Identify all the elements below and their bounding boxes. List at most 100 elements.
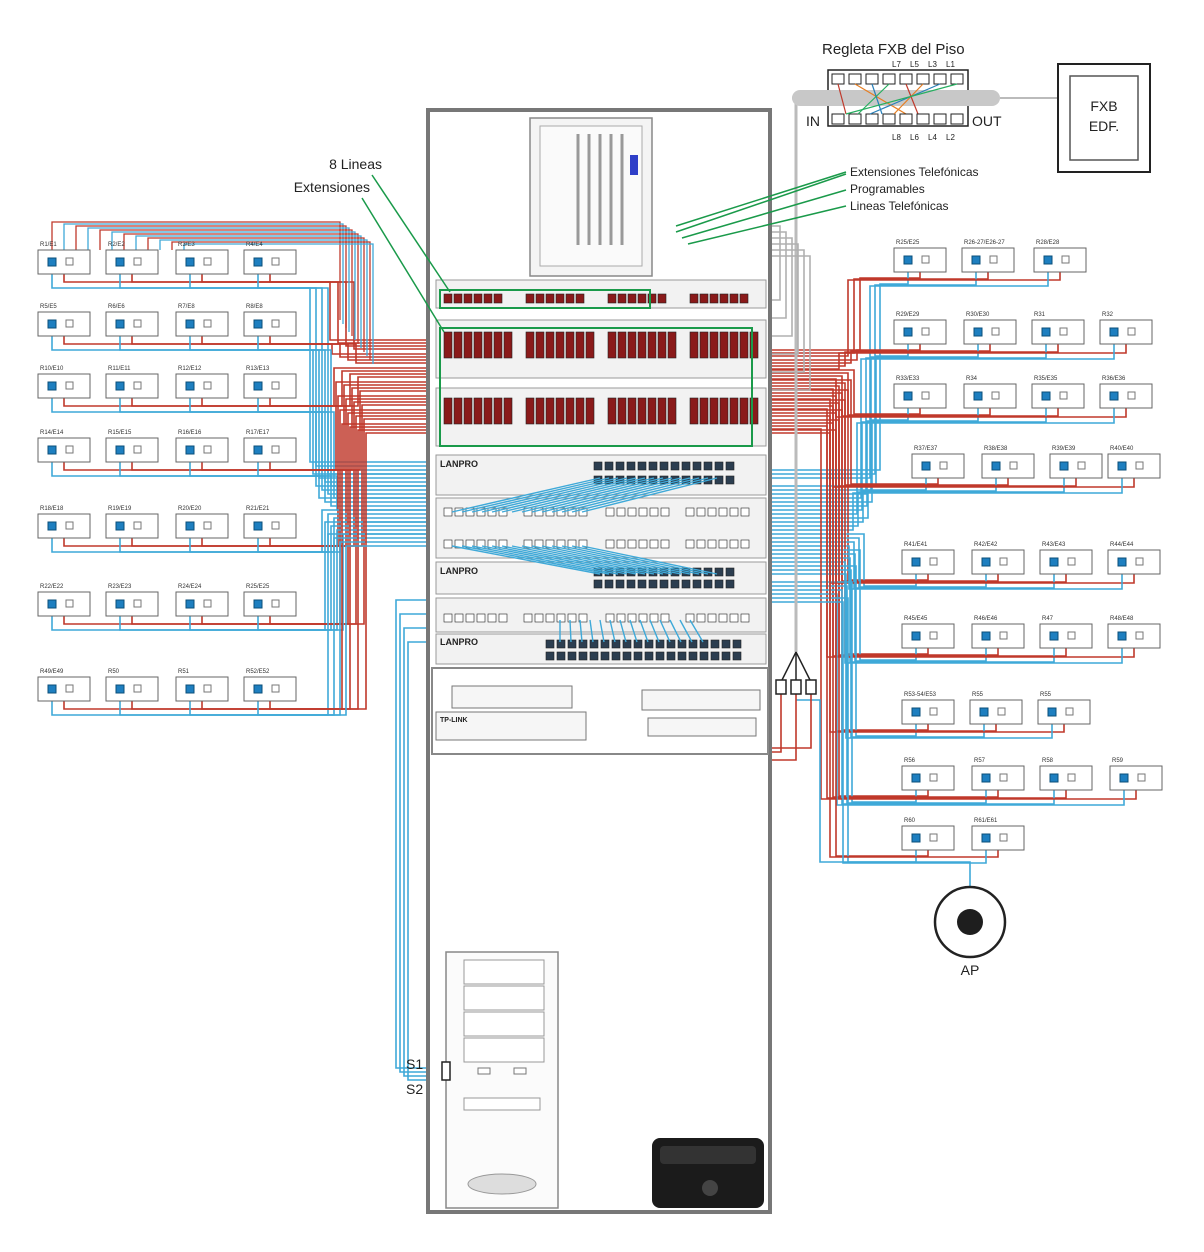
data-jack-icon [903,391,913,401]
panel-port [600,639,610,649]
patch-cord [551,477,691,513]
data-jack-icon [47,381,57,391]
ap-label: AP [961,962,980,978]
outlet-label: R29/E29 [896,312,920,318]
data-jack-icon [47,319,57,329]
patch-cord [471,477,619,513]
panel-port [617,293,627,304]
panel-port [589,639,599,649]
panel-port [556,651,566,661]
voice-jack-icon [1127,327,1136,336]
network-switch [451,685,573,709]
voice-jack-icon [271,599,280,608]
panel-port [740,539,750,549]
data-jack-icon [1041,391,1051,401]
lanpro-logo-2: LANPRO [440,566,478,576]
voice-jack-icon [1059,391,1068,400]
patch-cord [451,477,601,513]
data-cable [51,462,436,499]
outlet-R6-1: R55 [969,692,1023,725]
voice-cable [269,274,436,350]
voice-jack-icon [1127,391,1136,400]
voice-jack-icon [1137,773,1146,782]
data-jack-icon [911,833,921,843]
voice-jack-icon [65,257,74,266]
data-jack-icon [971,255,981,265]
voice-jack-icon [65,319,74,328]
panel-port [666,651,676,661]
outlet-label: R45/E45 [904,616,928,622]
voice-jack-icon [203,319,212,328]
panel-port [699,397,709,425]
outlet-R6-0: R53-54/E53 [901,692,955,725]
panel-port [463,293,473,304]
data-jack-icon [185,521,195,531]
panel-port [710,651,720,661]
panel-port [719,397,729,425]
annotation-phone-lines: Lineas Telefónicas [850,199,949,213]
cable-bundle [159,239,368,356]
panel-port [465,613,475,623]
outlet-R3-3: R40/E40 [1107,446,1161,479]
voice-jack-icon [997,707,1006,716]
data-jack-icon [185,319,195,329]
fxb-trunk-cable [792,96,798,652]
panel-port [453,397,463,425]
fxb-label-l7: L7 [892,60,901,69]
panel-port [575,331,585,359]
outlet-label: R36/E36 [1102,376,1126,382]
data-jack-icon [903,327,913,337]
panel-port [483,331,493,359]
patch-cord [579,619,583,643]
outlet-R1-1: R30/E30 [963,312,1017,345]
outlet-L4-2: R20/E20 [175,506,229,539]
outlet-R3-0: R37/E37 [911,446,965,479]
outlet-R2-0: R33/E33 [893,376,947,409]
panel-port [688,651,698,661]
patch-cord [639,619,649,643]
outlet-L6-1: R50 [105,669,159,702]
voice-cable [269,336,436,364]
data-jack-icon [185,445,195,455]
panel-port [626,461,636,471]
patch-cord [511,545,655,575]
cable-bundle [51,221,341,320]
panel-port [503,397,513,425]
server-cable [395,599,442,1069]
panel-port [617,397,627,425]
panel-port [616,539,626,549]
panel-port [725,461,735,471]
panel-port [749,397,759,425]
patch-cord [551,545,691,575]
outlet-label: R17/E17 [246,430,270,436]
data-jack-icon [1109,391,1119,401]
panel-port [611,639,621,649]
panel-port [714,579,724,589]
outlet-label: R35/E35 [1034,376,1058,382]
panel-port [622,651,632,661]
panel-port [453,293,463,304]
panel-port [637,579,647,589]
voice-cable [768,419,929,797]
panel-port [657,397,667,425]
outlet-R3-2: R39/E39 [1049,446,1103,479]
panel-port [685,613,695,623]
cable-bundle [111,231,356,340]
panel-port [655,639,665,649]
outlet-R0-1: R26-27/E26-27 [961,240,1015,273]
panel-port [545,397,555,425]
outlet-label: R39/E39 [1052,446,1076,452]
patch-cord [561,545,700,575]
panel-port [655,651,665,661]
data-jack-icon [1059,461,1069,471]
fxb-terminal [950,73,964,85]
panel-port [637,293,647,304]
panel-port [487,613,497,623]
panel-port [637,461,647,471]
annotation-8-lines: 8 Lineas [329,156,382,172]
patch-cord [649,619,660,643]
panel-port [638,539,648,549]
voice-cable [768,272,1061,357]
server-port-s2: S2 [406,1081,423,1097]
patch-cord [689,619,704,643]
